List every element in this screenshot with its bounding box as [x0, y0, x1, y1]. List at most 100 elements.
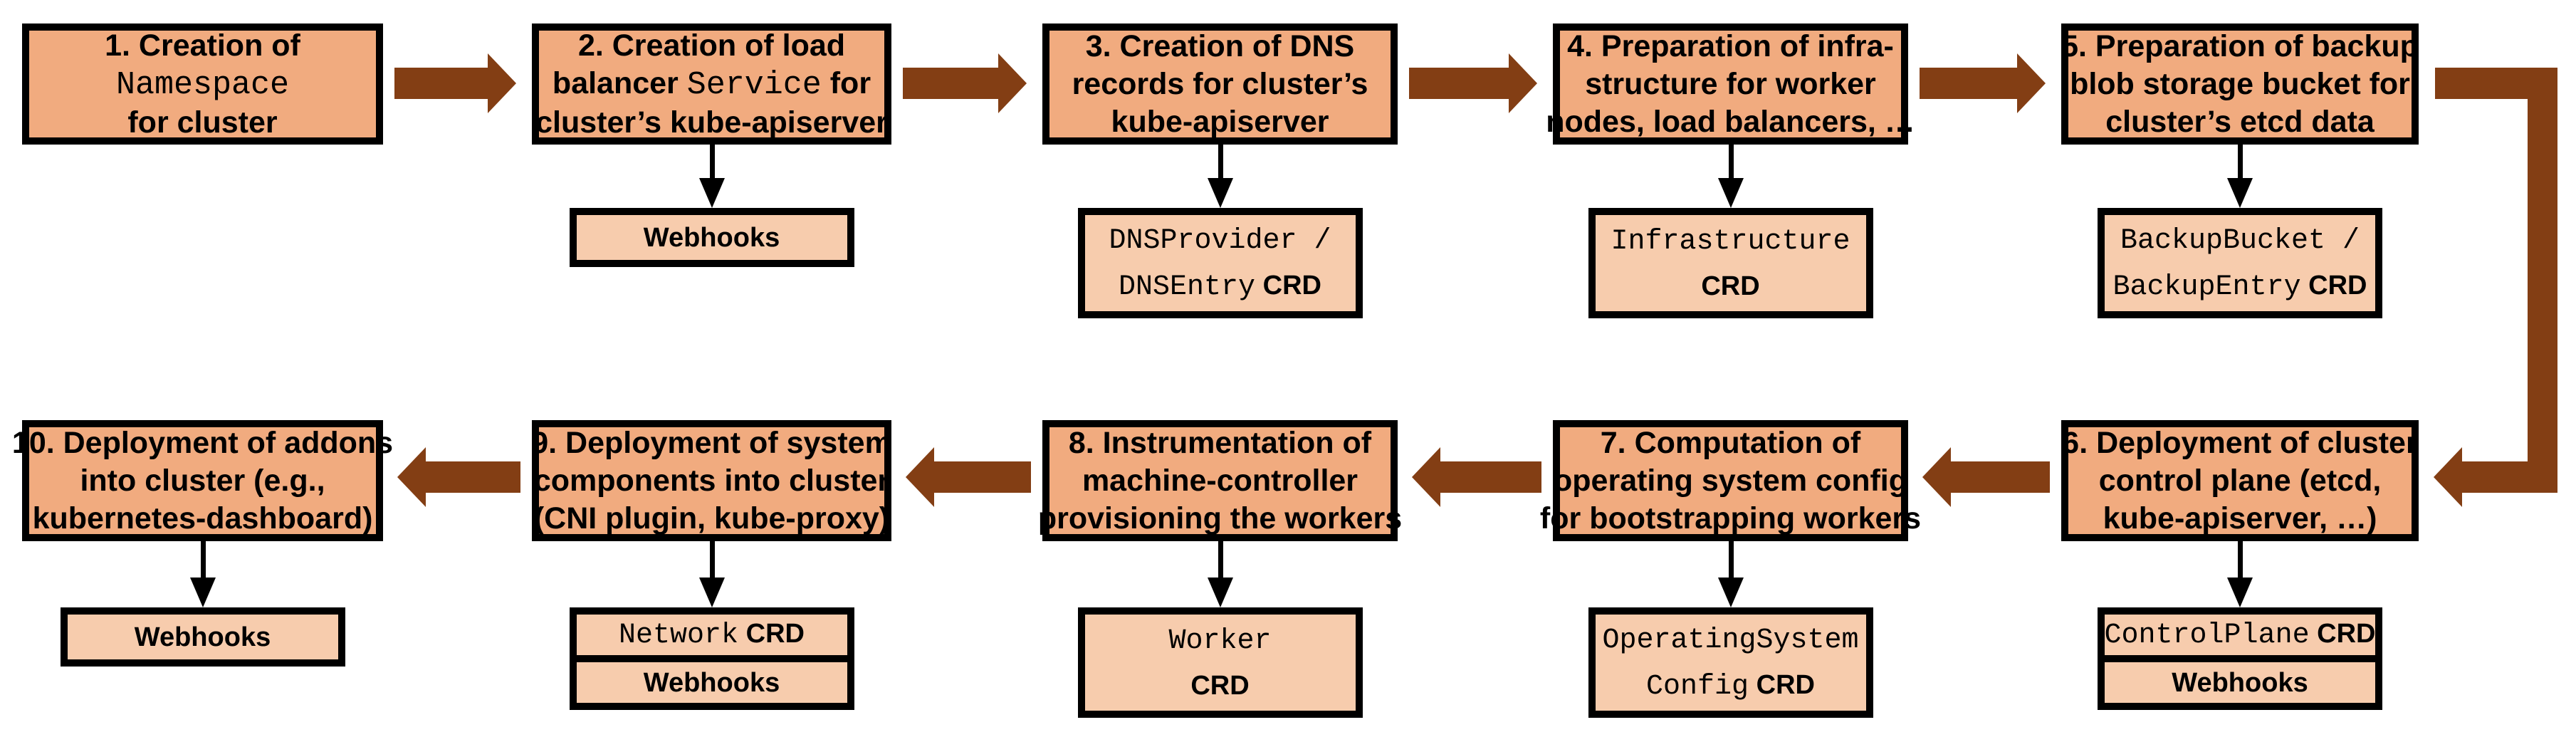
step-4-infrastructure-preparation-box-text: nodes, load balancers, … — [1546, 104, 1915, 139]
webhooks-box-9-line: Webhooks — [644, 661, 780, 705]
step-2-load-balancer-service-box-code-text: Service — [686, 66, 822, 103]
step-8-machine-controller-box-text: 8. Instrumentation of — [1068, 425, 1372, 460]
step-9-system-components-box-line: (CNI plugin, kube-proxy) — [534, 500, 889, 538]
connector-arrow-step-8 — [1218, 541, 1223, 580]
connector-arrow-step-3 — [1218, 145, 1223, 181]
connector-arrowhead-step-4 — [1717, 178, 1744, 208]
infrastructure-crd-box-line: CRD — [1701, 264, 1759, 308]
step-1-namespace-box-code-text: Namespace — [115, 66, 290, 103]
step-7-os-config-box-text: operating system config — [1554, 463, 1907, 498]
step-2-load-balancer-service-box-line: 2. Creation of load — [578, 27, 845, 65]
step-3-dns-records-box-text: 3. Creation of DNS — [1085, 28, 1355, 63]
infrastructure-crd-box-line: Infrastructure — [1611, 218, 1850, 264]
flow-arrow-2-3-body — [903, 68, 998, 99]
step-9-system-components-box-text: 9. Deployment of system — [531, 425, 892, 460]
step-7-os-config-box-text: 7. Computation of — [1600, 425, 1861, 460]
step-5-backup-bucket-box-line: 5. Preparation of backup — [2061, 28, 2419, 66]
step-3-dns-records-box-line: kube-apiserver — [1111, 103, 1329, 141]
operatingsystemconfig-crd-box-code-text: Config — [1646, 670, 1749, 703]
step-8-machine-controller-box-text: machine-controller — [1082, 463, 1358, 498]
dnsprovider-dnsentry-crd-box-line: DNSEntry CRD — [1119, 263, 1321, 310]
step-10-addons-box-text: kubernetes-dashboard) — [32, 501, 373, 535]
connector-arrowhead-step-5 — [2227, 178, 2253, 208]
step-2-load-balancer-service-box-text: balancer — [552, 66, 687, 100]
step-4-infrastructure-preparation-box-text: structure for worker — [1585, 66, 1876, 101]
worker-crd-box-line: Worker — [1168, 617, 1271, 664]
backupbucket-backupentry-crd-box: BackupBucket /BackupEntry CRD — [2098, 208, 2382, 318]
step-5-backup-bucket-box-line: cluster’s etcd data — [2105, 103, 2375, 141]
dnsprovider-dnsentry-crd-box-code-text: DNSProvider / — [1109, 224, 1331, 257]
network-crd-box-line: Network CRD — [619, 612, 805, 658]
step-9-system-components-box-line: components into cluster — [534, 462, 889, 500]
worker-crd-box-text: CRD — [1190, 671, 1250, 701]
step-7-os-config-box-line: 7. Computation of — [1601, 424, 1860, 462]
connector-arrowhead-step-8 — [1207, 578, 1233, 607]
operatingsystemconfig-crd-box-line: OperatingSystem — [1602, 617, 1858, 663]
step-8-machine-controller-box-line: provisioning the workers — [1038, 500, 1402, 538]
dnsprovider-dnsentry-crd-box-code-text: DNSEntry — [1119, 271, 1256, 303]
flow-arrow-5-6-head — [2434, 447, 2462, 507]
flow-arrow-5-6-bottom-segment — [2461, 461, 2557, 493]
step-5-backup-bucket-box-line: blob storage bucket for — [2070, 66, 2410, 103]
connector-arrowhead-step-7 — [1717, 578, 1744, 607]
infrastructure-crd-box-text: CRD — [1701, 271, 1760, 301]
controlplane-crd-box-line: ControlPlane CRD — [2105, 612, 2376, 658]
step-5-backup-bucket-box-text: blob storage bucket for — [2070, 66, 2410, 101]
webhooks-box-10-text: Webhooks — [134, 622, 271, 652]
dnsprovider-dnsentry-crd-box: DNSProvider / DNSEntry CRD — [1077, 208, 1363, 318]
dnsprovider-dnsentry-crd-box-line: DNSProvider / — [1109, 217, 1331, 263]
step-1-namespace-box-line: 1. Creation of — [105, 27, 300, 65]
flow-arrow-6-7-head — [1922, 447, 1951, 507]
step-10-addons-box-line: into cluster (e.g., — [80, 462, 325, 500]
step-2-load-balancer-service-box-text: 2. Creation of load — [577, 28, 846, 63]
step-8-machine-controller-box-line: machine-controller — [1082, 462, 1358, 500]
step-7-os-config-box-line: operating system config — [1554, 462, 1907, 500]
step-3-dns-records-box-text: kube-apiserver — [1111, 104, 1329, 139]
operatingsystemconfig-crd-box-line: Config CRD — [1646, 663, 1815, 709]
flow-arrow-9-10-head — [397, 447, 426, 507]
connector-arrowhead-step-3 — [1207, 178, 1233, 208]
step-6-control-plane-box-line: control plane (etcd, — [2099, 462, 2382, 500]
connector-arrowhead-step-2 — [698, 178, 725, 208]
connector-arrow-step-9 — [709, 541, 715, 580]
flow-arrow-5-6-vertical-segment — [2528, 68, 2557, 493]
step-1-namespace-box-line: for cluster — [127, 104, 277, 142]
connector-arrow-step-5 — [2238, 145, 2243, 181]
flow-arrow-2-3-head — [998, 53, 1027, 113]
step-4-infrastructure-preparation-box: 4. Preparation of infra-structure for wo… — [1546, 23, 1915, 145]
operatingsystemconfig-crd-box-text: CRD — [1749, 669, 1815, 700]
webhooks-box-2-text: Webhooks — [643, 222, 780, 253]
webhooks-box-9: Webhooks — [569, 655, 854, 710]
step-6-control-plane-box-text: 6. Deployment of cluster — [2062, 425, 2418, 460]
flow-arrow-7-8-head — [1412, 447, 1440, 507]
webhooks-box-6: Webhooks — [2098, 655, 2382, 710]
step-4-infrastructure-preparation-box-text: 4. Preparation of infra- — [1567, 28, 1894, 63]
flow-arrow-9-10-body — [426, 461, 520, 493]
network-crd-box-text: CRD — [738, 619, 805, 649]
webhooks-box-10-line: Webhooks — [135, 615, 271, 659]
step-3-dns-records-box-line: records for cluster’s — [1072, 66, 1368, 103]
connector-arrow-step-6 — [2238, 541, 2243, 580]
flow-arrow-4-5-body — [1920, 68, 2017, 99]
step-9-system-components-box-text: (CNI plugin, kube-proxy) — [533, 501, 890, 535]
step-8-machine-controller-box-text: provisioning the workers — [1037, 501, 1403, 535]
step-6-control-plane-box-line: kube-apiserver, …) — [2103, 500, 2377, 538]
flow-arrow-7-8-body — [1440, 461, 1541, 493]
connector-arrowhead-step-10 — [189, 578, 216, 607]
step-1-namespace-box-text: for cluster — [127, 105, 278, 140]
flow-arrow-3-4-body — [1409, 68, 1509, 99]
step-2-load-balancer-service-box-text: cluster’s kube-apiserver — [535, 105, 888, 140]
step-6-control-plane-box-text: kube-apiserver, …) — [2103, 501, 2377, 535]
